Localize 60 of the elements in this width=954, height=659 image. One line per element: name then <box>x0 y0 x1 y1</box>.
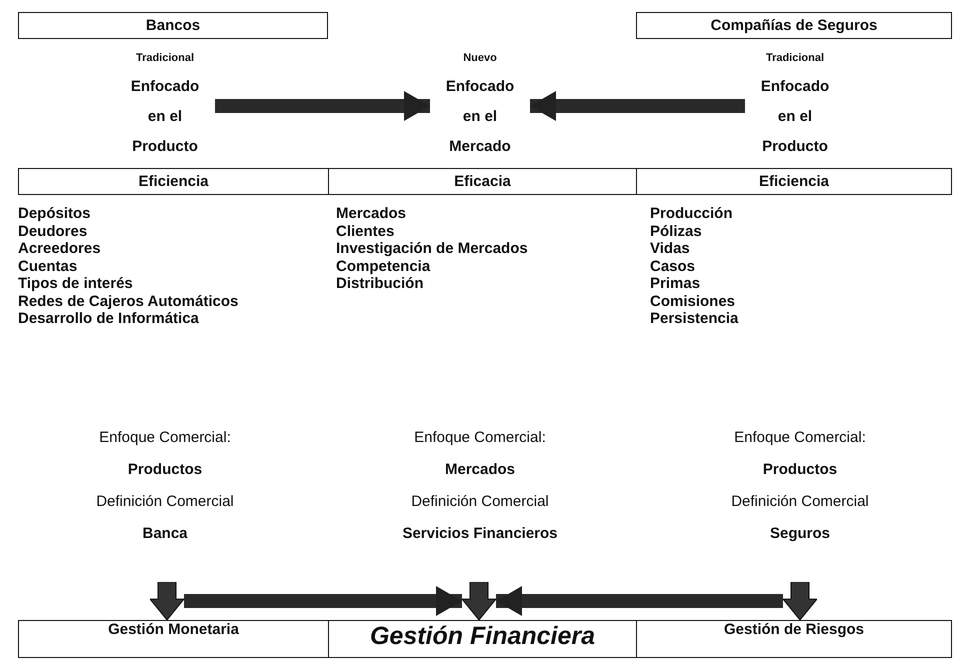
header-cell <box>636 168 952 195</box>
header-cell <box>328 168 637 195</box>
focus-text: Enfocado en el Mercado <box>444 77 516 157</box>
focus-line: Enfoque Comercial: <box>99 428 231 448</box>
list-item: Acreedores <box>18 240 101 258</box>
focus-line: Definición Comercial <box>731 492 869 512</box>
box-label: Gestión Monetaria <box>108 621 239 639</box>
header-cell <box>18 168 329 195</box>
list-item: Primas <box>650 275 700 292</box>
column-tag: Tradicional <box>766 50 824 66</box>
result-box <box>636 620 952 658</box>
result-box <box>18 620 329 658</box>
box-label: Gestión de Riesgos <box>724 621 864 639</box>
title-box <box>18 12 328 39</box>
list-item: Investigación de Mercados <box>336 240 528 258</box>
block-arrow-shape <box>150 582 184 620</box>
box-label: Eficiencia <box>138 172 209 190</box>
focus-line: Productos <box>128 460 202 480</box>
focus-line: Enfoque Comercial: <box>414 428 546 448</box>
list-item: Producción <box>650 205 733 222</box>
column-tag: Tradicional <box>136 50 194 66</box>
list-item: Deudores <box>18 222 88 240</box>
list-item: Persistencia <box>650 310 738 328</box>
box-label: Compañías de Seguros <box>710 16 878 34</box>
block-arrow-shape <box>783 582 817 620</box>
list-item: Casos <box>650 258 696 275</box>
box-label: Gestión Financiera <box>370 621 596 651</box>
list-item: Competencia <box>336 258 430 275</box>
list-item: Tipos de interés <box>18 275 133 292</box>
focus-line: Productos <box>762 460 838 480</box>
list-item: Mercados <box>336 205 406 222</box>
focus-text: Enfocado en el Producto <box>130 77 200 157</box>
list-item: Comisiones <box>650 292 736 310</box>
focus-line: Definición Comercial <box>411 492 549 512</box>
list-item: Clientes <box>336 222 394 240</box>
block-arrow <box>184 586 462 616</box>
list-item: Cuentas <box>18 258 78 275</box>
list-item: Depósitos <box>18 205 91 222</box>
focus-line: Seguros <box>770 524 830 544</box>
list-item: Desarrollo de Informática <box>18 310 199 328</box>
focus-line: Banca <box>142 524 188 544</box>
focus-line: Definición Comercial <box>96 492 234 512</box>
list-item: Redes de Cajeros Automáticos <box>18 292 238 310</box>
focus-line: Mercados <box>444 460 516 480</box>
result-box <box>328 620 637 658</box>
list-item: Vidas <box>650 240 690 258</box>
title-box <box>636 12 952 39</box>
block-arrow <box>215 91 430 121</box>
block-arrow <box>530 91 745 121</box>
focus-line: Enfoque Comercial: <box>734 428 866 448</box>
block-arrow-shape <box>462 582 496 620</box>
focus-text: Enfocado en el Producto <box>760 77 830 157</box>
box-label: Bancos <box>146 16 200 34</box>
box-label: Eficacia <box>454 172 511 190</box>
column-tag: Nuevo <box>463 50 497 66</box>
focus-line: Servicios Financieros <box>402 524 558 544</box>
list-item: Pólizas <box>650 222 702 240</box>
box-label: Eficiencia <box>758 172 830 190</box>
block-arrow <box>496 586 783 616</box>
list-item: Distribución <box>336 275 424 292</box>
